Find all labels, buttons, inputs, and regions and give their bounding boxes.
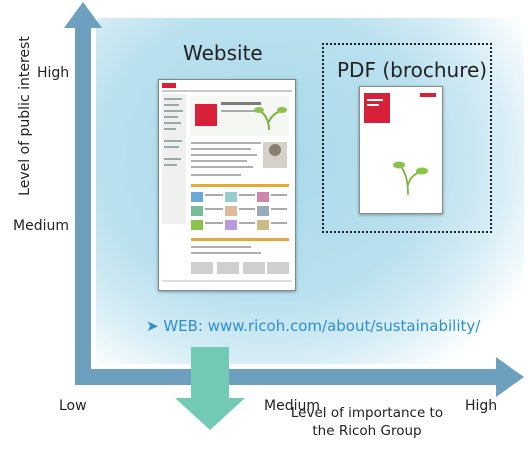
x-axis-high-label: High: [465, 398, 498, 414]
x-axis-arrow: [75, 369, 499, 385]
x-axis-title-line2: the Ricoh Group: [312, 423, 422, 439]
pdf-title: PDF (brochure): [337, 58, 488, 82]
x-axis-title-line1: Level of importance to: [290, 405, 444, 421]
x-axis-low-label: Low: [59, 398, 87, 414]
pdf-cover-graphic: [360, 87, 442, 213]
y-axis-title: Level of public interest: [17, 36, 33, 196]
y-axis-arrow: [75, 22, 91, 380]
y-axis-high-label: High: [37, 65, 70, 81]
website-screenshot: [158, 79, 296, 291]
website-thumbnail-graphic: [159, 80, 295, 290]
web-link[interactable]: ➤ WEB: www.ricoh.com/about/sustainabilit…: [146, 317, 481, 335]
x-axis-medium-label: Medium: [264, 398, 320, 414]
y-axis-medium-label: Medium: [13, 218, 69, 234]
down-arrow-stem: [191, 347, 229, 400]
down-arrowhead: [175, 398, 245, 430]
x-axis-title: Level of importance to the Ricoh Group: [282, 404, 452, 440]
pdf-brochure-cover: [359, 86, 443, 214]
website-title: Website: [183, 41, 263, 65]
y-axis-arrowhead: [64, 2, 102, 28]
x-axis-arrowhead: [496, 357, 524, 397]
pdf-dotted-frame: [322, 43, 492, 233]
